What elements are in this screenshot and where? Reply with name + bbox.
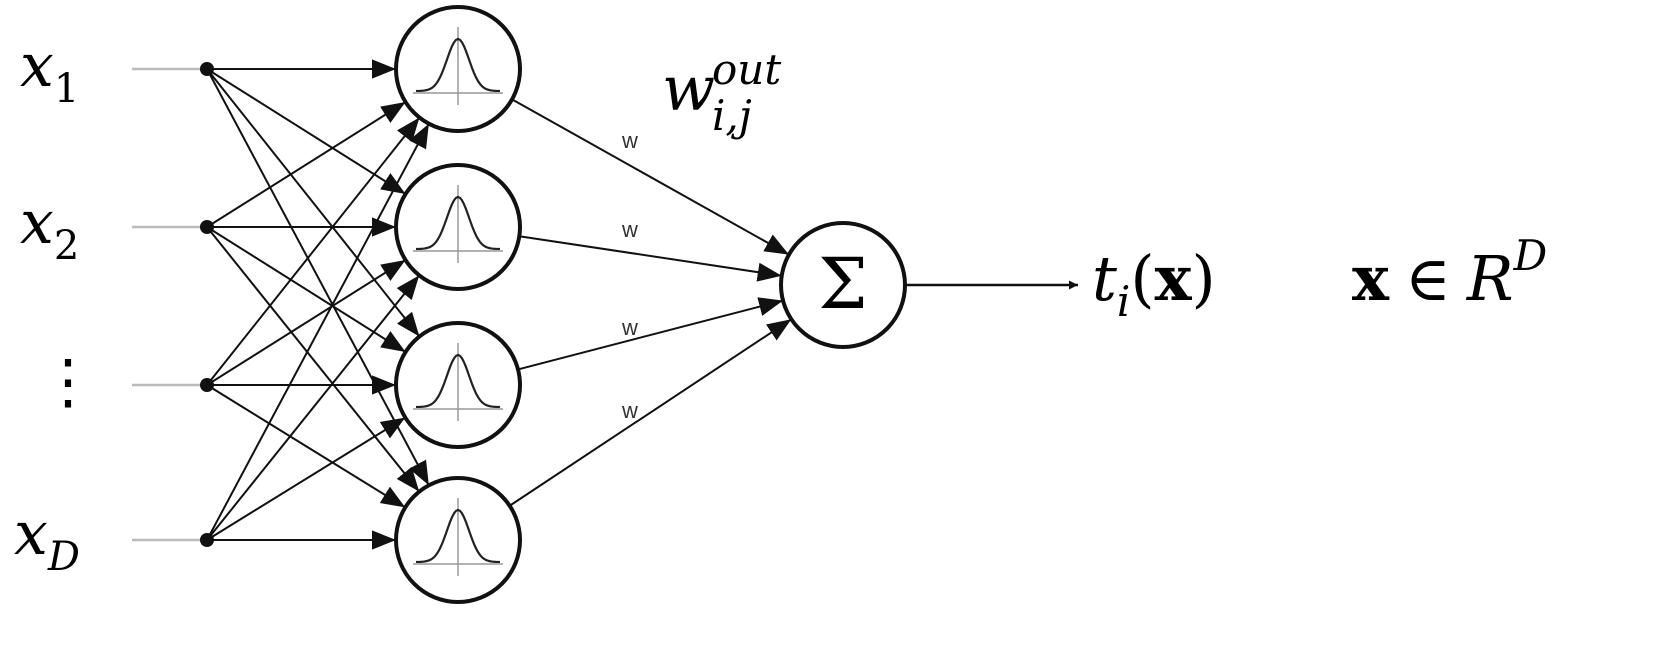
output-weight-superscript: out <box>712 45 781 94</box>
weight-label-2: w <box>621 217 638 242</box>
connection-line <box>206 274 420 541</box>
weight-label-1: w <box>621 128 638 153</box>
input-nodes <box>200 62 214 547</box>
gaussian-bell-icon <box>413 498 503 576</box>
hidden-units <box>394 5 522 604</box>
connection-line <box>206 384 406 509</box>
connection-line <box>206 226 420 493</box>
output-connection-line <box>517 297 784 371</box>
output-connection-line <box>511 98 790 256</box>
output-weight-base: w <box>662 52 715 125</box>
input-node <box>200 378 214 392</box>
input-label-d: xD <box>14 499 80 580</box>
input-lines <box>132 67 207 542</box>
output-weight-symbol: w out i,j <box>662 45 781 140</box>
hidden-to-sum-connections <box>509 98 792 507</box>
input-ellipsis: ⋮ <box>38 347 98 417</box>
connection-line <box>206 68 421 338</box>
connection-line <box>206 123 430 541</box>
sum-node: Σ <box>779 221 907 349</box>
input-to-hidden-connections <box>206 59 430 550</box>
connection-line <box>206 101 407 228</box>
hidden-unit <box>394 163 522 291</box>
connection-line <box>206 116 421 386</box>
output-connection-line <box>509 318 792 507</box>
connection-line <box>206 68 430 486</box>
input-label-1: x1 <box>20 31 79 112</box>
hidden-unit <box>394 476 522 604</box>
connection-line <box>206 259 407 386</box>
sum-symbol: Σ <box>818 243 868 325</box>
weight-label-3: w <box>621 315 638 340</box>
input-node <box>200 533 214 547</box>
output-connection-line <box>519 235 782 282</box>
input-node <box>200 62 214 76</box>
connection-line <box>206 68 407 195</box>
output-weight-subscript: i,j <box>712 91 752 140</box>
connection-line <box>206 416 406 541</box>
connection-line <box>206 226 407 353</box>
input-label-2: x2 <box>20 188 79 269</box>
gaussian-bell-icon <box>413 185 503 263</box>
domain-statement: x∈RD <box>1352 231 1547 315</box>
output-label: ti(x) <box>1092 242 1216 326</box>
hidden-unit <box>394 321 522 449</box>
input-labels: x1 x2 ⋮ xD <box>14 31 98 580</box>
hidden-unit <box>394 5 522 133</box>
gaussian-bell-icon <box>413 27 503 105</box>
weight-label-4: w <box>621 398 638 423</box>
weight-labels: w w w w <box>621 128 638 423</box>
gaussian-bell-icon <box>413 343 503 421</box>
input-node <box>200 220 214 234</box>
